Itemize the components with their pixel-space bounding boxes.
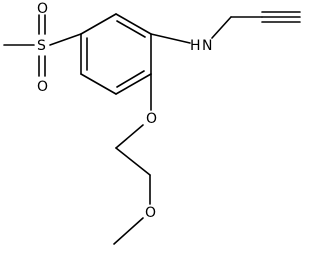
ring-to-sulfur-bond xyxy=(49,33,82,46)
sulfonyl-oxygen-bottom-label: O xyxy=(37,79,48,95)
sulfur-label: S xyxy=(37,38,46,54)
ether-to-ch2-bond xyxy=(115,124,144,149)
ether-oxygen-label: O xyxy=(146,111,157,127)
ring-bond xyxy=(80,73,117,95)
ring-bond xyxy=(80,13,117,35)
molecule-drawing: S O O N H O O xyxy=(3,1,301,245)
ring-to-amine-bond xyxy=(150,33,191,44)
amine-nitrogen-label: N xyxy=(202,38,212,54)
ring-double-bond xyxy=(116,20,146,38)
bonds xyxy=(3,11,301,245)
ring-bond xyxy=(115,13,152,35)
methoxy-to-methyl-bond xyxy=(113,217,144,245)
structure-canvas: S O O N H O O xyxy=(3,1,301,245)
ring-bond xyxy=(115,73,152,95)
methoxy-oxygen-label: O xyxy=(145,205,156,221)
amine-to-ch2-bond xyxy=(211,16,232,39)
amine-hydrogen-label: H xyxy=(190,38,201,54)
sulfonyl-oxygen-top-label: O xyxy=(37,1,48,17)
atom-labels: S O O N H O O xyxy=(37,1,212,221)
ring-double-bond xyxy=(116,70,145,88)
ch2-to-ch2-bond xyxy=(115,147,151,176)
